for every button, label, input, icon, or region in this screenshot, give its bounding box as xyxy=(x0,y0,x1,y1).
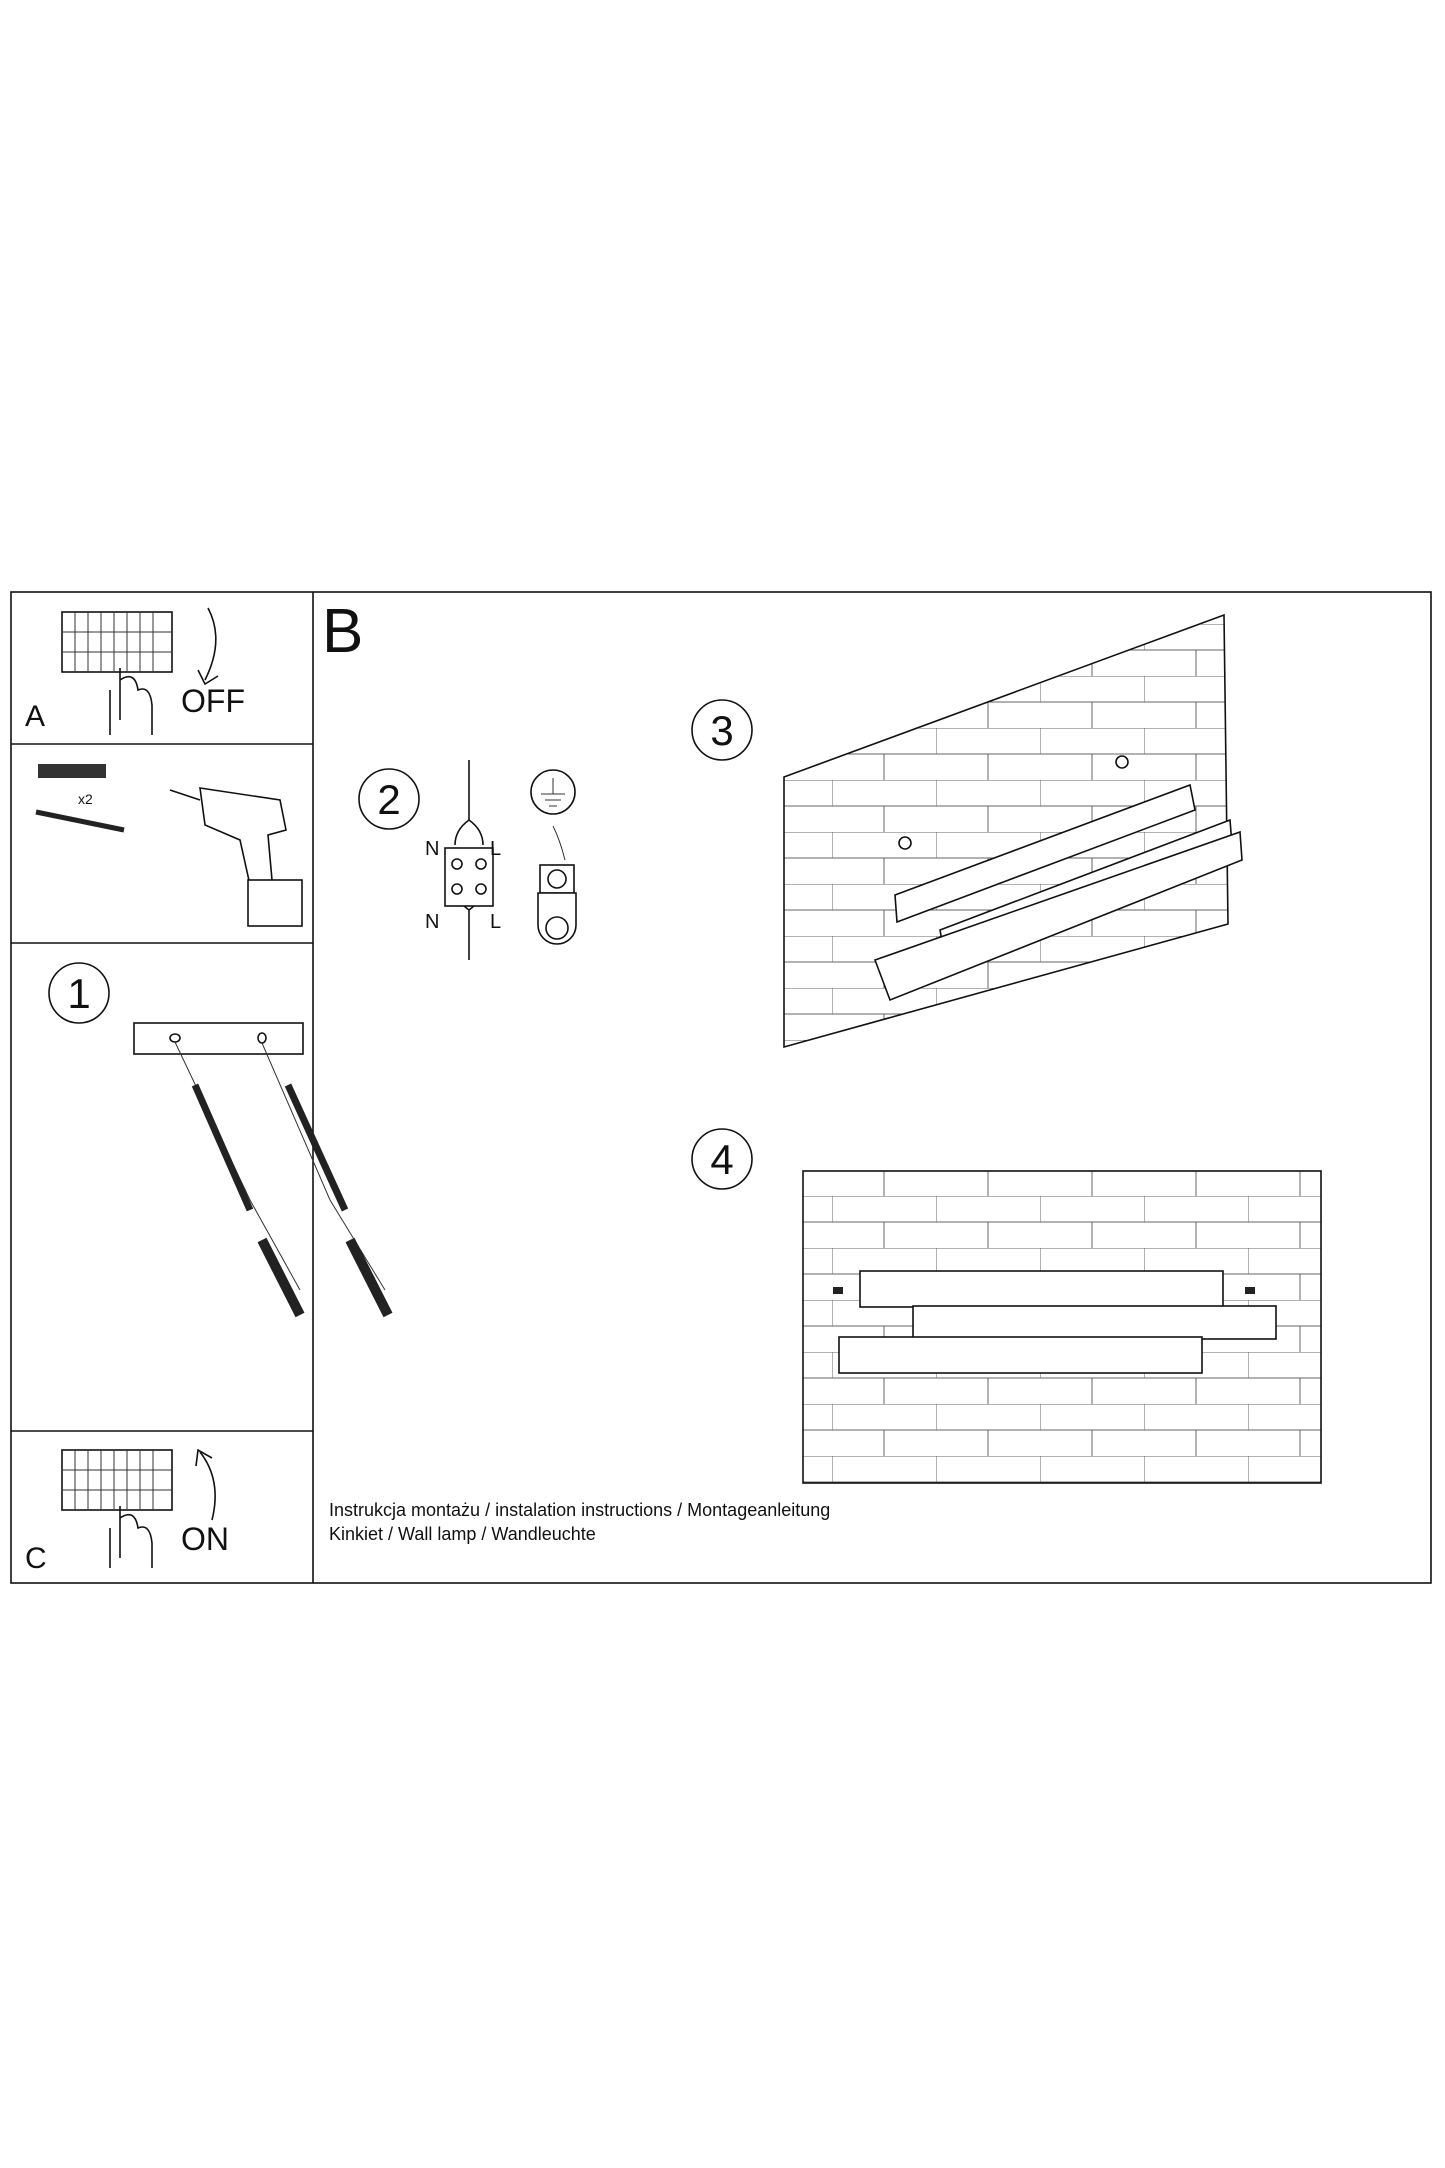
step-4-finished: 4 xyxy=(691,1128,1322,1484)
neutral-label: N xyxy=(425,838,439,860)
screw-icon xyxy=(833,1287,843,1294)
step-number-circle xyxy=(48,962,110,1024)
panel-tools: x2 xyxy=(35,764,303,927)
brick-wall xyxy=(783,613,1229,1049)
lamp-bar xyxy=(838,1336,1203,1374)
terminal-block xyxy=(444,847,494,907)
panel-a-switch-off: OFF A xyxy=(25,607,245,735)
footer-title: Instrukcja montażu / instalation instruc… xyxy=(329,1500,830,1520)
hand-icon xyxy=(109,1506,153,1568)
quantity-label: x2 xyxy=(78,791,93,807)
circuit-breaker-icon xyxy=(61,1449,173,1511)
panel-c-letter: C xyxy=(25,1542,47,1575)
step-number: 4 xyxy=(710,1136,733,1183)
ground-icon xyxy=(530,769,576,815)
arrow-up-icon xyxy=(195,1448,216,1521)
arrow-down-icon xyxy=(197,607,219,686)
screw-icon xyxy=(284,1083,349,1212)
neutral-label: N xyxy=(425,911,439,933)
live-label: L xyxy=(490,838,501,860)
step-3-mounting: 3 xyxy=(691,613,1243,1049)
live-label: L xyxy=(490,911,501,933)
lamp-bar xyxy=(894,783,1196,924)
panel-a-letter: A xyxy=(25,700,45,733)
lamp-bar xyxy=(859,1270,1224,1308)
hand-icon xyxy=(109,668,153,735)
screw-icon xyxy=(35,809,125,833)
ground-terminal xyxy=(537,864,577,945)
drill-icon xyxy=(169,787,303,927)
on-label: ON xyxy=(181,1521,229,1557)
wall-hole xyxy=(1115,755,1129,769)
wall-hole xyxy=(898,836,912,850)
panel-c-switch-on: ON C xyxy=(25,1448,229,1575)
circuit-breaker-icon xyxy=(61,611,173,673)
off-label: OFF xyxy=(181,683,245,719)
wall-plug-icon xyxy=(257,1237,393,1318)
screw-icon xyxy=(191,1083,254,1212)
step-1: 1 xyxy=(48,962,393,1318)
wall-plug-icon xyxy=(38,764,106,778)
mounting-plate xyxy=(133,1022,304,1055)
lamp-bar xyxy=(912,1305,1277,1340)
step-number: 1 xyxy=(67,970,90,1017)
lamp-bar xyxy=(873,830,1243,1002)
section-letter: B xyxy=(322,597,363,666)
step-2-wiring: 2 N L N L xyxy=(358,760,577,960)
screw-icon xyxy=(1245,1287,1255,1294)
step-number: 2 xyxy=(377,776,400,823)
outer-frame xyxy=(10,591,1432,1584)
footer-subtitle: Kinkiet / Wall lamp / Wandleuchte xyxy=(329,1524,596,1544)
step-number: 3 xyxy=(710,707,733,754)
